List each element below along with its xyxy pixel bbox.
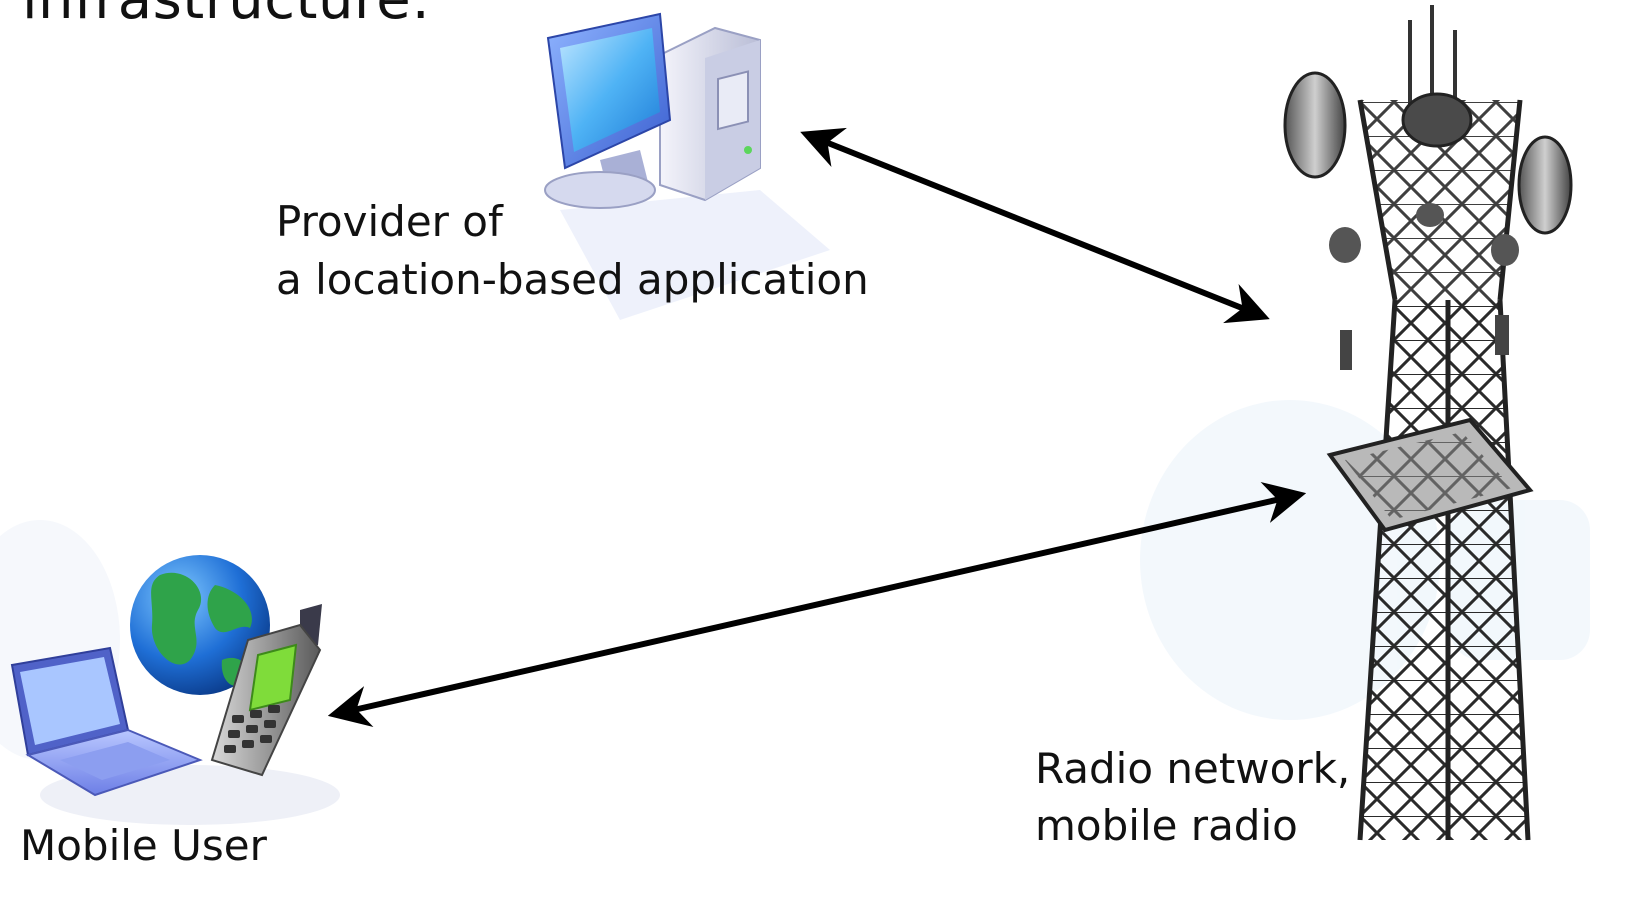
mobile-user-label: Mobile User: [20, 821, 267, 870]
arrow-mobile-tower: [327, 481, 1307, 728]
provider-label-line1: Provider of: [276, 197, 503, 246]
laptop-globe-phone-icon: [10, 555, 340, 825]
radio-label-line1: Radio network,: [1035, 744, 1351, 793]
radio-tower-icon: [1283, 5, 1573, 841]
provider-label-line2: a location-based application: [276, 255, 869, 304]
page-title: infrastructure:: [22, 0, 431, 30]
desktop-computer-icon: [544, 12, 830, 320]
arrow-provider-tower: [800, 127, 1270, 324]
radio-label-line2: mobile radio: [1035, 801, 1298, 850]
